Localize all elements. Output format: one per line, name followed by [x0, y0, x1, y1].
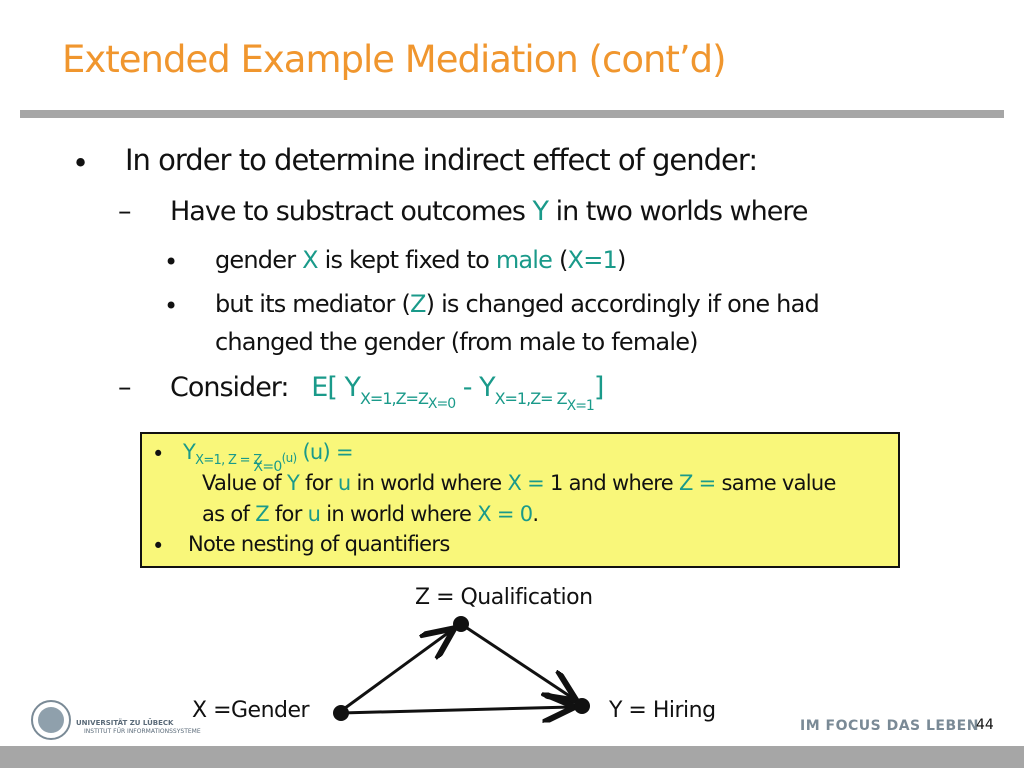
- node-x: [333, 705, 349, 721]
- sub-bullet-1: Have to substract outcomes Y in two worl…: [170, 196, 808, 227]
- slide-title: Extended Example Mediation (cont’d): [62, 38, 727, 81]
- bullet-dot: •: [164, 248, 178, 276]
- footer-bar: [0, 746, 1024, 768]
- box-note: Note nesting of quantifiers: [188, 532, 450, 556]
- university-name: UNIVERSITÄT ZU LÜBECK: [76, 719, 174, 727]
- node-y: [574, 698, 590, 714]
- edge-x-z: [340, 630, 452, 713]
- consider-line: Consider: E[ YX=1,Z=ZX=0 - YX=1,Z= ZX=1]: [170, 372, 604, 414]
- node-y-label: Y = Hiring: [609, 698, 716, 723]
- university-seal-icon: [31, 700, 71, 740]
- formula: YX=1, Z = ZX=0(u) (u) =: [183, 440, 354, 475]
- bullet-dot: •: [164, 292, 178, 320]
- edge-z-y: [460, 622, 574, 699]
- node-z-label: Z = Qualification: [415, 585, 593, 610]
- bullet-dot: •: [72, 146, 89, 180]
- bullet-dot: •: [152, 442, 164, 466]
- institute-name: INSTITUT FÜR INFORMATIONSSYSTEME: [84, 728, 201, 735]
- footer-motto: IM FOCUS DAS LEBEN: [800, 718, 979, 734]
- bullet-1: In order to determine indirect effect of…: [125, 143, 758, 177]
- edge-x-y: [340, 707, 572, 713]
- node-x-label: X =Gender: [192, 698, 310, 723]
- item-2-cont: changed the gender (from male to female): [215, 328, 699, 356]
- dash: –: [118, 196, 131, 227]
- item-1: gender X is kept fixed to male (X=1): [215, 246, 626, 274]
- node-z: [453, 616, 469, 632]
- page-number: 44: [976, 717, 994, 733]
- definition-box: [140, 432, 900, 568]
- item-2: but its mediator (Z) is changed accordin…: [215, 290, 820, 318]
- box-line-2: as of Z for u in world where X = 0.: [202, 502, 539, 526]
- bullet-dot: •: [152, 534, 164, 558]
- dash: –: [118, 372, 131, 403]
- title-divider: [20, 110, 1004, 118]
- box-line-1: Value of Y for u in world where X = 1 an…: [202, 471, 836, 495]
